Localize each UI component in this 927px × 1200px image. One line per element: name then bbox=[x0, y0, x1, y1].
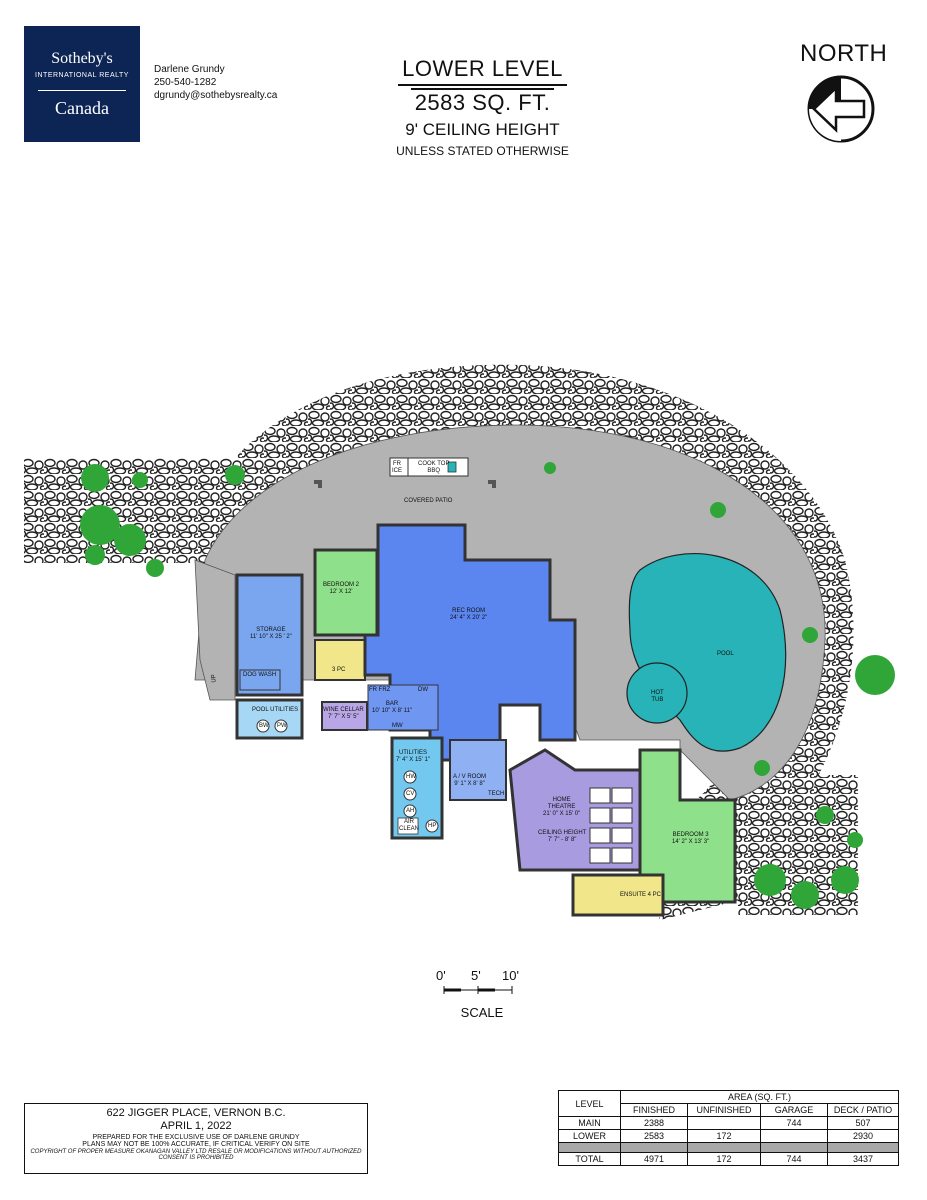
ceiling-note: UNLESS STATED OTHERWISE bbox=[396, 144, 569, 158]
address-prepared: PREPARED FOR THE EXCLUSIVE USE OF DARLEN… bbox=[92, 1134, 300, 1141]
address-box: 622 JIGGER PLACE, VERNON B.C. APRIL 1, 2… bbox=[24, 1103, 368, 1174]
hot-tub bbox=[626, 662, 688, 724]
floor-plan-drawing bbox=[24, 364, 895, 920]
scale-5: 5' bbox=[471, 968, 481, 983]
three-pc-bath bbox=[314, 639, 366, 681]
ceiling-height: 9' CEILING HEIGHT bbox=[405, 120, 560, 139]
wine-cellar bbox=[321, 701, 368, 731]
sothebys-logo: Sotheby's INTERNATIONAL REALTY Canada bbox=[24, 26, 140, 142]
pool-label: POOL bbox=[717, 651, 734, 657]
pool-utilities-label: POOL UTILITIES bbox=[252, 707, 299, 713]
col-finished: FINISHED bbox=[620, 1103, 688, 1117]
bedroom-2 bbox=[313, 548, 379, 637]
col-garage: GARAGE bbox=[760, 1103, 828, 1117]
col-deck: DECK / PATIO bbox=[827, 1103, 899, 1117]
agent-phone: 250-540-1282 bbox=[154, 77, 217, 88]
logo-rule bbox=[38, 90, 126, 91]
cv-icon bbox=[403, 787, 417, 801]
trees bbox=[80, 462, 895, 909]
table-row: LOWER 2583 172 2930 bbox=[558, 1129, 899, 1143]
level-header: LEVEL bbox=[558, 1090, 621, 1117]
ensuite-label: ENSUITE 4 PC bbox=[620, 892, 662, 898]
theatre-seats bbox=[589, 787, 633, 864]
bbq-icon bbox=[447, 461, 457, 473]
scale-0: 0' bbox=[436, 968, 446, 983]
air-clean-unit bbox=[397, 817, 419, 835]
area-table: LEVEL AREA (SQ. FT.) FINISHED UNFINISHED… bbox=[558, 1090, 899, 1166]
mw-label: MW bbox=[392, 723, 403, 729]
pw-label: PW bbox=[277, 723, 287, 729]
dog-wash-label: DOG WASH bbox=[243, 672, 277, 678]
patio-post bbox=[314, 480, 322, 488]
address-accuracy: PLANS MAY NOT BE 100% ACCURATE, IF CRITI… bbox=[82, 1141, 310, 1148]
hp-label: HP bbox=[428, 823, 437, 829]
up-label: UP bbox=[211, 674, 218, 683]
logo-brand: Sotheby's bbox=[51, 50, 113, 67]
area-header: AREA (SQ. FT.) bbox=[620, 1090, 899, 1104]
covered-patio-label: COVERED PATIO bbox=[404, 498, 453, 504]
table-spacer-row bbox=[558, 1142, 899, 1153]
cv-label: CV bbox=[406, 791, 415, 797]
ah-icon bbox=[403, 804, 417, 818]
hw-label: HW bbox=[406, 774, 416, 780]
address-street: 622 JIGGER PLACE, VERNON B.C. bbox=[106, 1107, 286, 1119]
address-copyright: COPYRIGHT OF PROPER MEASURE OKANAGAN VAL… bbox=[30, 1149, 362, 1155]
plan-title: LOWER LEVEL 2583 SQ. FT. 9' CEILING HEIG… bbox=[350, 56, 615, 158]
dog-wash bbox=[239, 669, 281, 691]
bw-icon bbox=[256, 719, 270, 733]
patio-left-strip bbox=[194, 559, 236, 701]
pool-utilities-room bbox=[235, 698, 304, 740]
col-unfinished: UNFINISHED bbox=[687, 1103, 761, 1117]
three-pc-label: 3 PC bbox=[332, 667, 346, 673]
north-arrow-icon bbox=[807, 75, 875, 143]
address-date: APRIL 1, 2022 bbox=[160, 1120, 232, 1132]
patio-post bbox=[488, 480, 496, 488]
fr-frz-label: FR FRZ bbox=[369, 687, 391, 693]
fridge-ice bbox=[389, 457, 409, 477]
av-room bbox=[449, 739, 507, 801]
agent-email: dgrundy@sothebysrealty.ca bbox=[154, 90, 278, 101]
table-row: MAIN 2388 744 507 bbox=[558, 1116, 899, 1130]
scale-10: 10' bbox=[502, 968, 519, 983]
address-consent: CONSENT IS PROHIBITED bbox=[158, 1155, 234, 1161]
agent-name: Darlene Grundy bbox=[154, 64, 225, 75]
logo-sub: INTERNATIONAL REALTY bbox=[35, 72, 129, 79]
scale-ruler bbox=[443, 986, 513, 994]
tech-label: TECH bbox=[488, 791, 505, 797]
dw-label: DW bbox=[418, 687, 428, 693]
agent-contact: Darlene Grundy 250-540-1282 dgrundy@soth… bbox=[154, 63, 277, 102]
logo-country: Canada bbox=[55, 98, 109, 118]
bw-label: BW bbox=[259, 723, 269, 729]
hp-icon bbox=[425, 819, 439, 833]
scale-label: SCALE bbox=[460, 1005, 504, 1020]
ah-label: AH bbox=[406, 808, 415, 814]
table-total-row: TOTAL 4971 172 744 3437 bbox=[558, 1152, 899, 1166]
north-label: NORTH bbox=[800, 40, 888, 67]
level-area: 2583 SQ. FT. bbox=[410, 88, 555, 116]
scale-bar: 0' 5' 10' SCALE bbox=[432, 968, 532, 1020]
level-title: LOWER LEVEL bbox=[398, 56, 567, 86]
ensuite-bath bbox=[571, 873, 665, 917]
hw-icon bbox=[403, 770, 417, 784]
pw-icon bbox=[274, 719, 288, 733]
